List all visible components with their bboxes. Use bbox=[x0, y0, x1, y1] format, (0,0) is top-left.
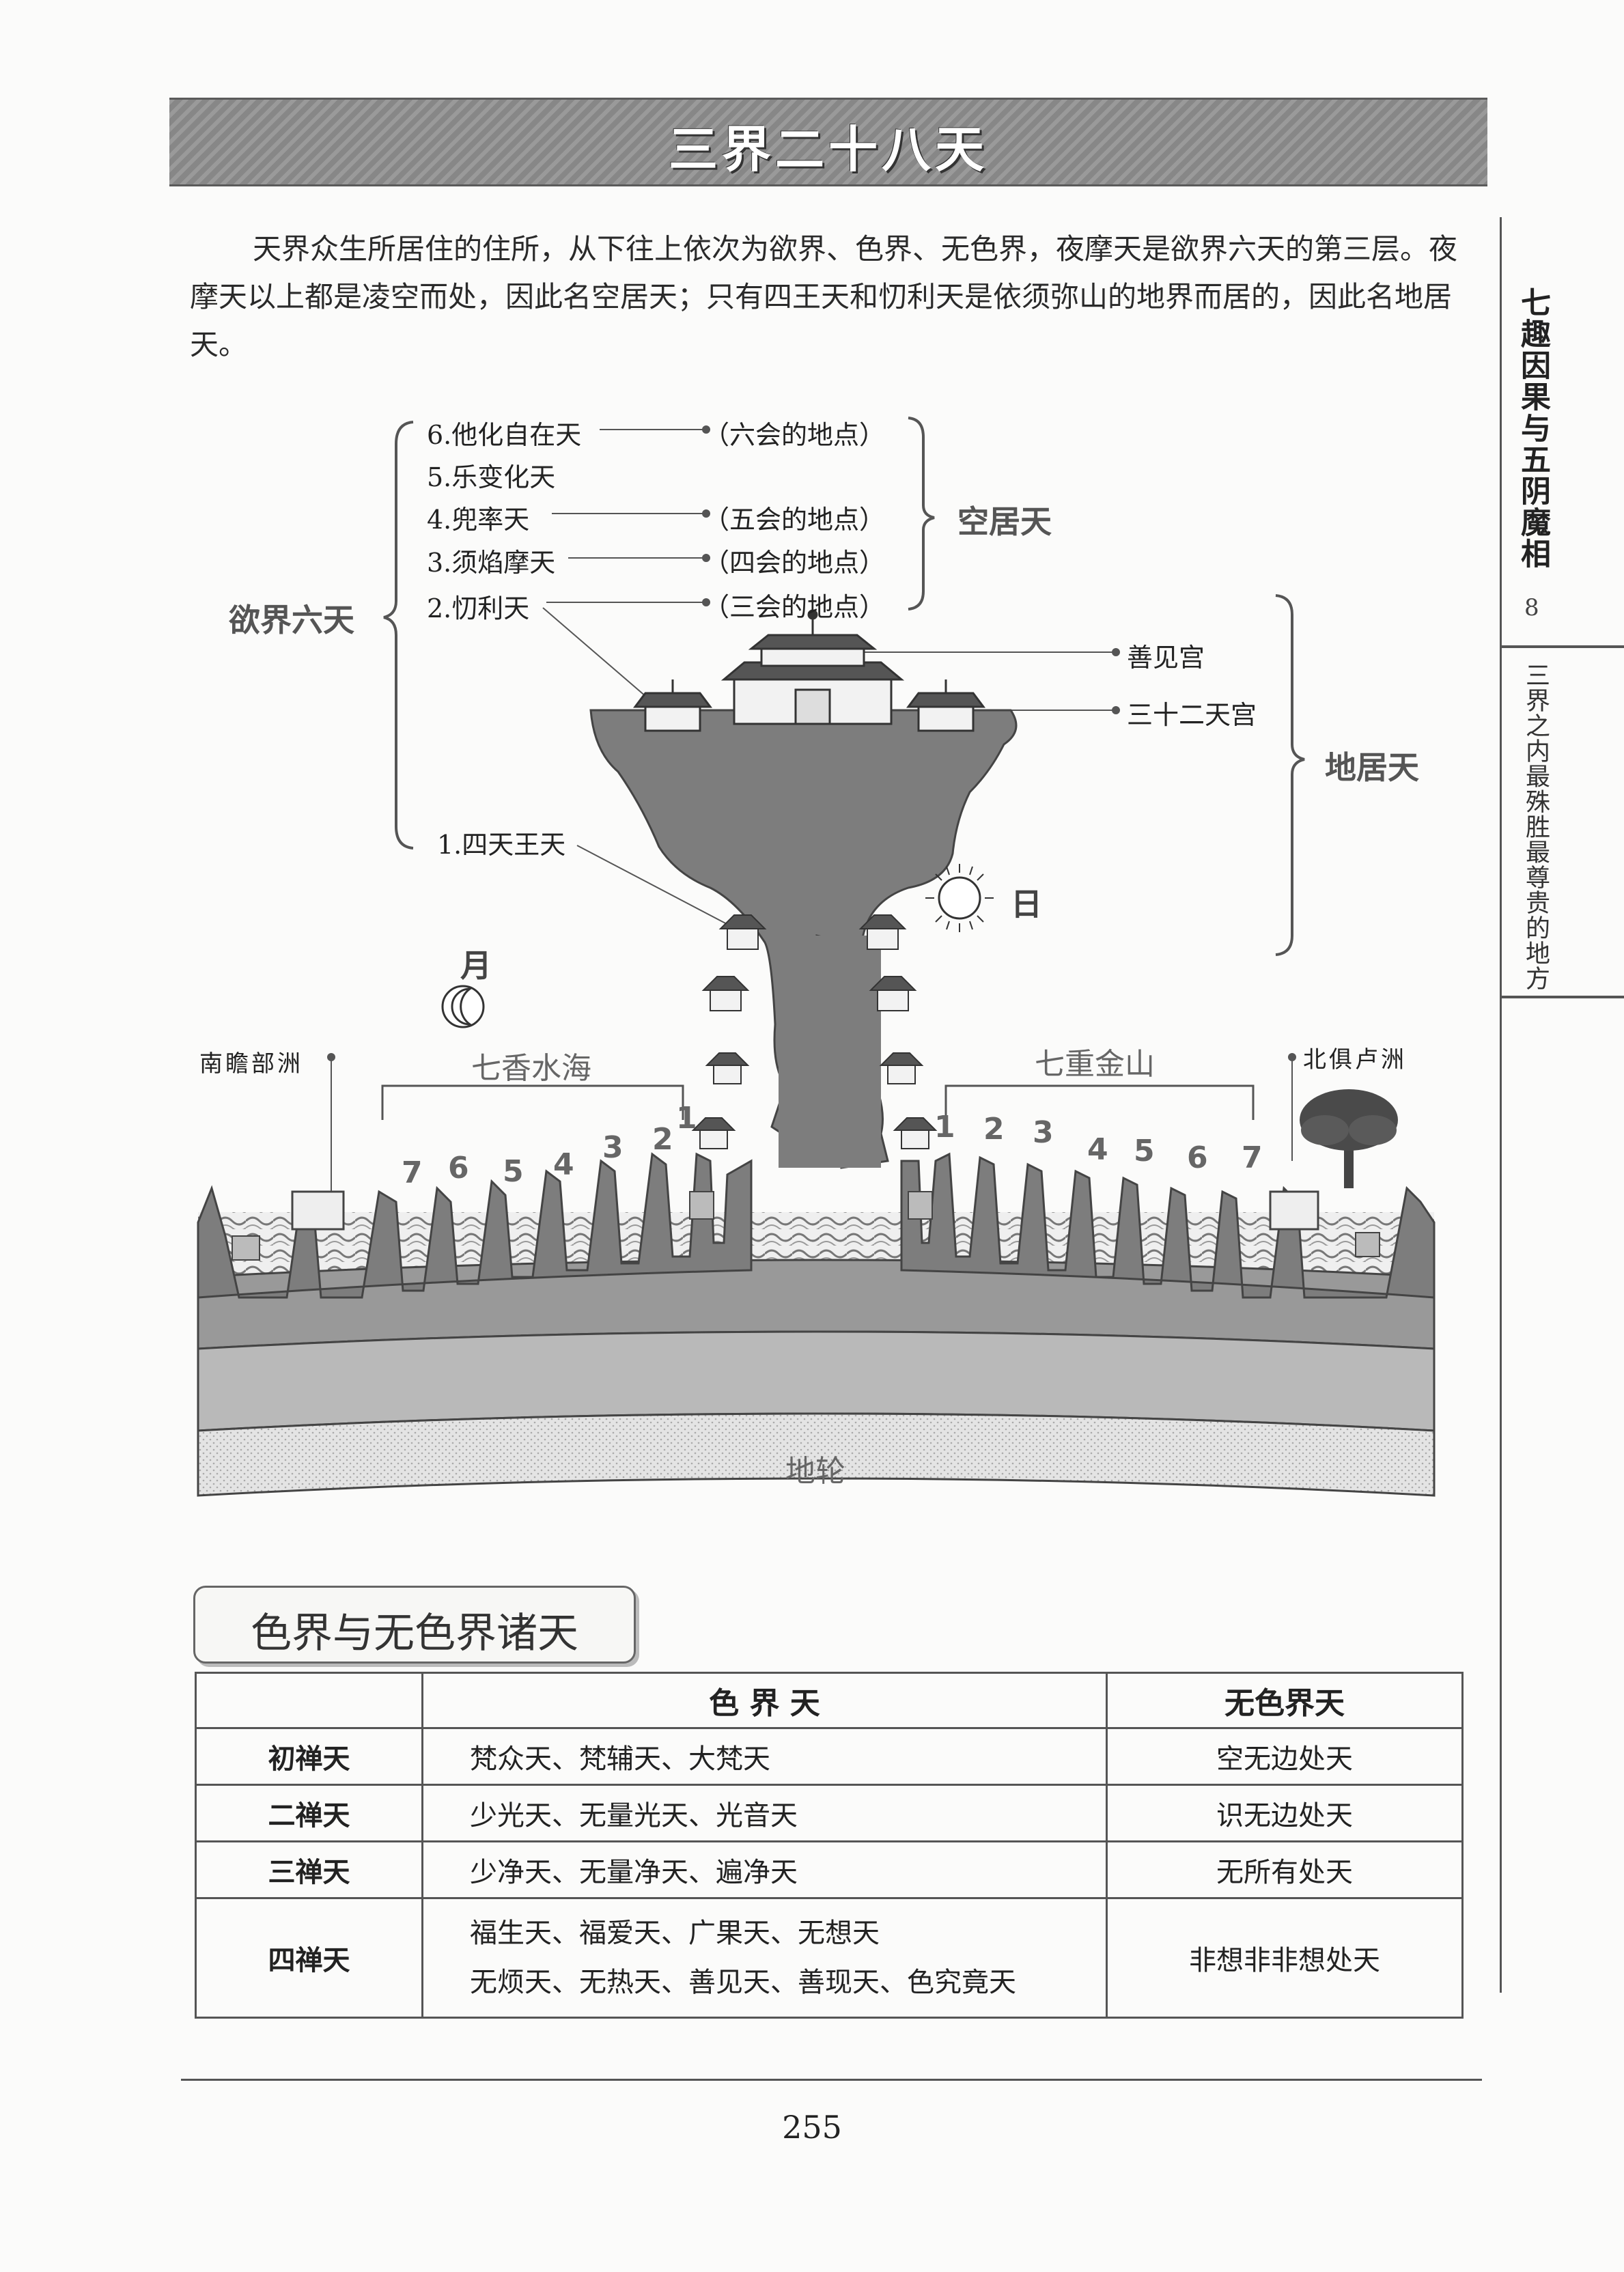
assembly-label: （三会的地点） bbox=[703, 592, 886, 622]
continent-north-marker bbox=[1269, 1190, 1319, 1231]
sun-label: 日 bbox=[1011, 886, 1042, 923]
bracket-desire-realm bbox=[383, 421, 414, 850]
sidebar-rule bbox=[1500, 645, 1624, 648]
mountain-number: 7 bbox=[1242, 1140, 1263, 1175]
table-row: 初禅天 梵众天、梵辅天、大梵天 空无边处天 bbox=[195, 1727, 1464, 1786]
moon-icon bbox=[441, 985, 485, 1028]
table-corner-cell bbox=[195, 1672, 423, 1729]
footer-rule bbox=[181, 2079, 1482, 2081]
row-header: 四禅天 bbox=[195, 1897, 423, 2019]
form-realm-cell: 福生天、福爱天、广果天、无想天 无烦天、无热天、善见天、善现天、色究竟天 bbox=[421, 1897, 1108, 2019]
column-header-formless-realm: 无色界天 bbox=[1106, 1672, 1464, 1729]
sea-number: 6 bbox=[448, 1151, 469, 1186]
mountain-ranges-right bbox=[900, 1152, 1436, 1299]
mountain-number: 1 bbox=[934, 1110, 955, 1145]
sidebar-section-title: 三界之内最殊胜最尊贵的地方 bbox=[1522, 662, 1550, 991]
four-kings-pavilions bbox=[691, 914, 938, 1149]
section-heading-box: 色界与无色界诸天 bbox=[193, 1586, 636, 1664]
palace-label: 善见宫 bbox=[1127, 643, 1205, 673]
mountain-number: 2 bbox=[983, 1112, 1005, 1147]
table-row: 三禅天 少净天、无量净天、遍净天 无所有处天 bbox=[195, 1840, 1464, 1899]
heaven-label: 2.忉利天 bbox=[427, 593, 530, 623]
sidebar-chapter-title: 七趣因果与五阴魔相 bbox=[1515, 287, 1550, 570]
formless-realm-cell: 非想非非想处天 bbox=[1106, 1897, 1464, 2019]
row-header: 初禅天 bbox=[195, 1727, 423, 1786]
sea-number: 4 bbox=[553, 1147, 574, 1182]
tree-icon bbox=[1300, 1089, 1398, 1188]
section-title: 色界与无色界诸天 bbox=[251, 1610, 578, 1657]
sun-icon bbox=[925, 864, 994, 932]
form-realm-line: 福生天、福爱天、广果天、无想天 bbox=[470, 1918, 880, 1949]
three-realms-diagram bbox=[197, 417, 1436, 1497]
row-header: 二禅天 bbox=[195, 1784, 423, 1842]
heavens-table: 色 界 天 无色界天 初禅天 梵众天、梵辅天、大梵天 空无边处天 二禅天 少光天… bbox=[195, 1672, 1464, 2019]
form-realm-line: 无烦天、无热天、善见天、善现天、色究竟天 bbox=[470, 1967, 1016, 1998]
mountain-number: 5 bbox=[1134, 1134, 1155, 1168]
sea-number: 1 bbox=[676, 1101, 697, 1136]
group-label-earth-dwelling: 地居天 bbox=[1325, 749, 1419, 786]
heaven-label: 5.乐变化天 bbox=[427, 462, 556, 492]
assembly-label: （四会的地点） bbox=[703, 548, 886, 578]
form-realm-cell: 梵众天、梵辅天、大梵天 bbox=[421, 1727, 1108, 1786]
bracket-sky-dwelling bbox=[908, 417, 935, 611]
sea-number: 3 bbox=[602, 1130, 624, 1165]
page-title: 三界二十八天 bbox=[668, 121, 988, 178]
row-header: 三禅天 bbox=[195, 1840, 423, 1899]
table-header-row: 色 界 天 无色界天 bbox=[195, 1672, 1464, 1729]
bracket-earth-dwelling bbox=[1275, 594, 1305, 956]
sidebar-rule bbox=[1500, 996, 1624, 998]
sidebar-divider bbox=[1500, 217, 1502, 1993]
mountain-number: 3 bbox=[1033, 1115, 1054, 1150]
palace-shanjian bbox=[720, 609, 905, 725]
seven-seas-label: 七香水海 bbox=[471, 1051, 591, 1086]
heaven-label: 6.他化自在天 bbox=[427, 420, 582, 450]
column-header-form-realm: 色 界 天 bbox=[421, 1672, 1108, 1729]
continent-south-label: 南瞻部洲 bbox=[199, 1050, 303, 1078]
heaven-label: 3.须焰摩天 bbox=[427, 548, 556, 578]
assembly-label: （五会的地点） bbox=[703, 505, 886, 535]
intro-paragraph: 天界众生所居住的住所，从下往上依次为欲界、色界、无色界，夜摩天是欲界六天的第三层… bbox=[190, 225, 1460, 369]
formless-realm-cell: 识无边处天 bbox=[1106, 1784, 1464, 1842]
seven-mountains-label: 七重金山 bbox=[1035, 1047, 1155, 1082]
assembly-label: （六会的地点） bbox=[703, 420, 886, 450]
sidebar-chapter-number: 8 bbox=[1524, 594, 1539, 621]
mountain-number: 4 bbox=[1087, 1132, 1108, 1167]
form-realm-cell: 少光天、无量光天、光音天 bbox=[421, 1784, 1108, 1842]
palace-right bbox=[906, 679, 985, 732]
intro-text: 天界众生所居住的住所，从下往上依次为欲界、色界、无色界，夜摩天是欲界六天的第三层… bbox=[190, 232, 1458, 361]
table-row: 二禅天 少光天、无量光天、光音天 识无边处天 bbox=[195, 1784, 1464, 1842]
page-number: 255 bbox=[782, 2109, 842, 2146]
group-label-sky-dwelling: 空居天 bbox=[957, 503, 1052, 540]
moon-label: 月 bbox=[460, 947, 492, 984]
continent-north-label: 北俱卢洲 bbox=[1303, 1046, 1407, 1074]
bracket-seven-seas bbox=[381, 1084, 684, 1120]
ground-layer-3 bbox=[197, 1412, 1436, 1497]
palace-label: 三十二天宫 bbox=[1127, 700, 1257, 730]
sea-number: 2 bbox=[652, 1122, 673, 1157]
formless-realm-cell: 空无边处天 bbox=[1106, 1727, 1464, 1786]
group-label-desire-realm: 欲界六天 bbox=[229, 602, 354, 639]
title-banner: 三界二十八天 bbox=[169, 98, 1487, 186]
palace-left bbox=[633, 679, 712, 732]
form-realm-cell: 少净天、无量净天、遍净天 bbox=[421, 1840, 1108, 1899]
ground-wheel-label: 地轮 bbox=[785, 1454, 845, 1489]
sea-number: 5 bbox=[503, 1154, 524, 1189]
heaven-label: 4.兜率天 bbox=[427, 505, 530, 535]
bracket-seven-mountains bbox=[944, 1084, 1255, 1120]
formless-realm-cell: 无所有处天 bbox=[1106, 1840, 1464, 1899]
mountain-number: 6 bbox=[1187, 1140, 1208, 1175]
table-row: 四禅天 福生天、福爱天、广果天、无想天 无烦天、无热天、善见天、善现天、色究竟天… bbox=[195, 1897, 1464, 2019]
sea-number: 7 bbox=[402, 1155, 423, 1190]
continent-south-marker bbox=[291, 1190, 345, 1231]
heaven-label: 1.四天王天 bbox=[437, 830, 566, 860]
